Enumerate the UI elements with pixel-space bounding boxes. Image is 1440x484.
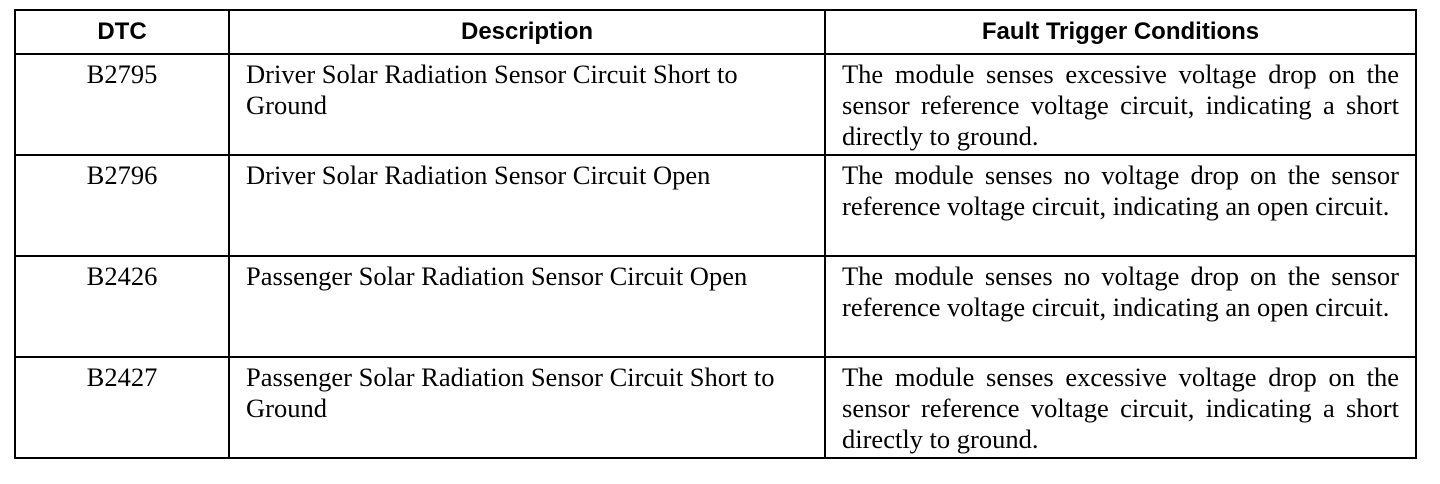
header-row: DTC Description Fault Trigger Conditions <box>14 9 1417 55</box>
table-row: B2796 Driver Solar Radiation Sensor Circ… <box>14 154 1417 257</box>
dtc-code: B2796 <box>14 154 230 257</box>
dtc-description: Passenger Solar Radiation Sensor Circuit… <box>228 356 826 459</box>
table-row: B2426 Passenger Solar Radiation Sensor C… <box>14 255 1417 358</box>
dtc-description: Driver Solar Radiation Sensor Circuit Sh… <box>228 53 826 156</box>
table-body: B2795 Driver Solar Radiation Sensor Circ… <box>14 53 1417 459</box>
dtc-description: Driver Solar Radiation Sensor Circuit Op… <box>228 154 826 257</box>
dtc-description: Passenger Solar Radiation Sensor Circuit… <box>228 255 826 358</box>
header-description: Description <box>228 9 826 55</box>
dtc-table: DTC Description Fault Trigger Conditions… <box>14 9 1417 459</box>
dtc-code: B2795 <box>14 53 230 156</box>
fault-trigger-condition: The module senses no voltage drop on the… <box>824 154 1417 257</box>
fault-trigger-condition: The module senses no voltage drop on the… <box>824 255 1417 358</box>
header-fault-trigger-conditions: Fault Trigger Conditions <box>824 9 1417 55</box>
fault-trigger-condition: The module senses excessive voltage drop… <box>824 53 1417 156</box>
table-row: B2795 Driver Solar Radiation Sensor Circ… <box>14 53 1417 156</box>
dtc-code: B2426 <box>14 255 230 358</box>
fault-trigger-condition: The module senses excessive voltage drop… <box>824 356 1417 459</box>
table-row: B2427 Passenger Solar Radiation Sensor C… <box>14 356 1417 459</box>
table-header: DTC Description Fault Trigger Conditions <box>14 9 1417 55</box>
header-dtc: DTC <box>14 9 230 55</box>
dtc-code: B2427 <box>14 356 230 459</box>
